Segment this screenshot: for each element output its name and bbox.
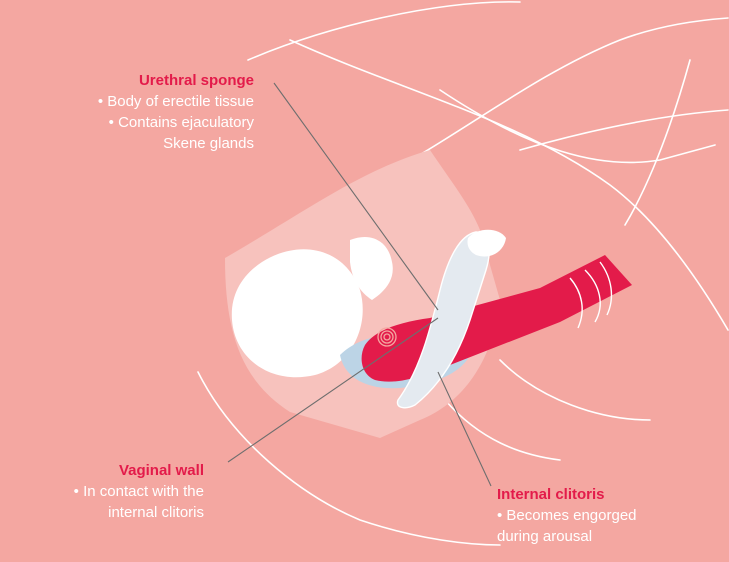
outline-thigh-right <box>440 90 715 162</box>
vaginal-wall-title: Vaginal wall <box>0 460 204 481</box>
urethral-sponge-line-3: Skene glands <box>18 133 254 154</box>
outline-back-upper <box>248 2 520 60</box>
outline-lower-curve <box>445 400 560 460</box>
urethral-sponge-line-2: • Contains ejaculatory <box>18 112 254 133</box>
urethral-sponge-line-1: • Body of erectile tissue <box>18 91 254 112</box>
outline-leg-right <box>625 60 690 225</box>
glans <box>467 230 506 257</box>
outline-thigh-lower <box>520 110 728 150</box>
internal-clitoris-label: Internal clitoris • Becomes engorged dur… <box>497 484 722 547</box>
urethral-sponge-label: Urethral sponge • Body of erectile tissu… <box>18 70 254 154</box>
vaginal-wall-line-1: • In contact with the <box>0 481 204 502</box>
vaginal-wall-line-2: internal clitoris <box>0 502 204 523</box>
internal-clitoris-title: Internal clitoris <box>497 484 722 505</box>
vaginal-wall-label: Vaginal wall • In contact with the inter… <box>0 460 204 523</box>
outline-perineum <box>500 360 650 420</box>
internal-clitoris-line-1: • Becomes engorged <box>497 505 722 526</box>
urethral-sponge-title: Urethral sponge <box>18 70 254 91</box>
leader-clitoris <box>438 372 491 486</box>
internal-clitoris-line-2: during arousal <box>497 526 722 547</box>
